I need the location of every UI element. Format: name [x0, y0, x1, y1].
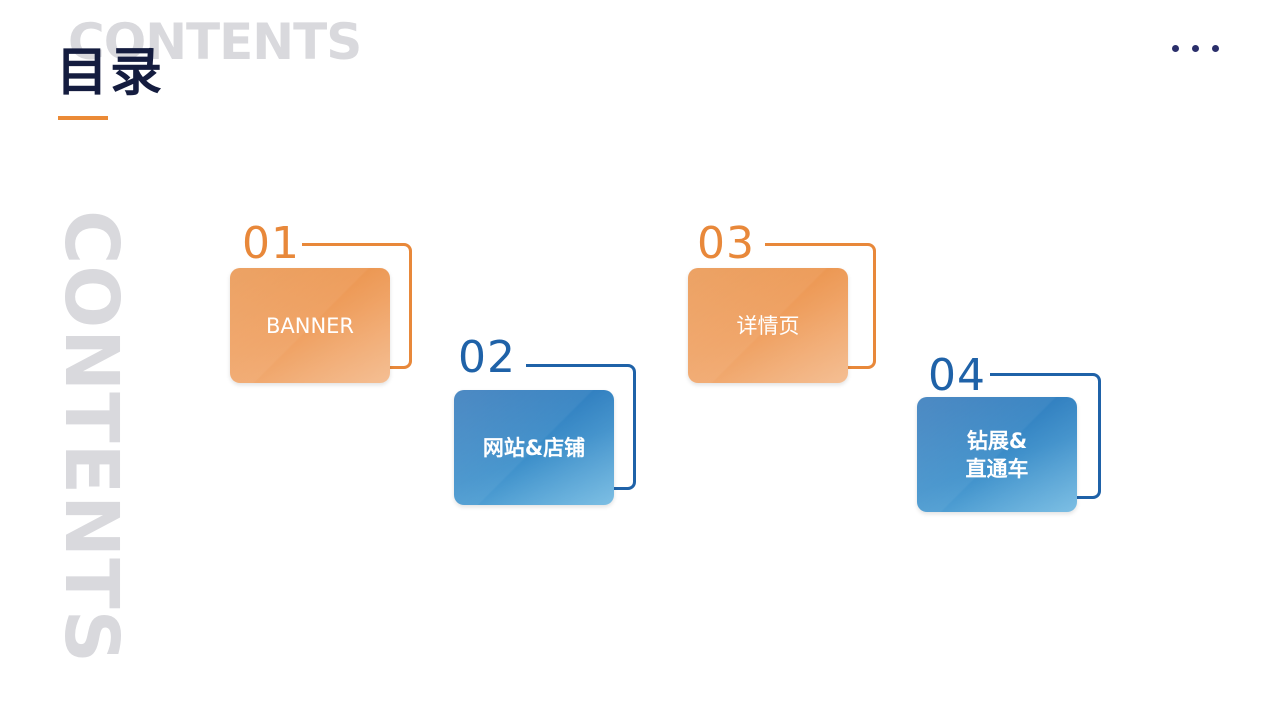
- more-menu-icon[interactable]: [1170, 45, 1224, 55]
- item-number: 01: [242, 218, 300, 269]
- item-number: 03: [697, 218, 755, 269]
- item-card-booth-through-train[interactable]: 钻展& 直通车: [917, 397, 1077, 512]
- item-label: 网站&店铺: [482, 435, 586, 460]
- item-label: 钻展& 直通车: [965, 428, 1029, 481]
- dot-icon: [1192, 45, 1199, 52]
- dot-icon: [1212, 45, 1219, 52]
- item-number: 04: [928, 350, 986, 401]
- item-label: 详情页: [736, 313, 800, 338]
- side-watermark: CONTENTS: [48, 210, 134, 664]
- item-card-banner[interactable]: BANNER: [230, 268, 390, 383]
- item-card-detail-page[interactable]: 详情页: [688, 268, 848, 383]
- item-label: BANNER: [265, 313, 355, 338]
- dot-icon: [1172, 45, 1179, 52]
- header-watermark: CONTENTS: [68, 13, 362, 71]
- item-number: 02: [458, 332, 516, 383]
- title-underline: [58, 116, 108, 120]
- item-card-website-store[interactable]: 网站&店铺: [454, 390, 614, 505]
- page-title: 目录: [56, 43, 165, 103]
